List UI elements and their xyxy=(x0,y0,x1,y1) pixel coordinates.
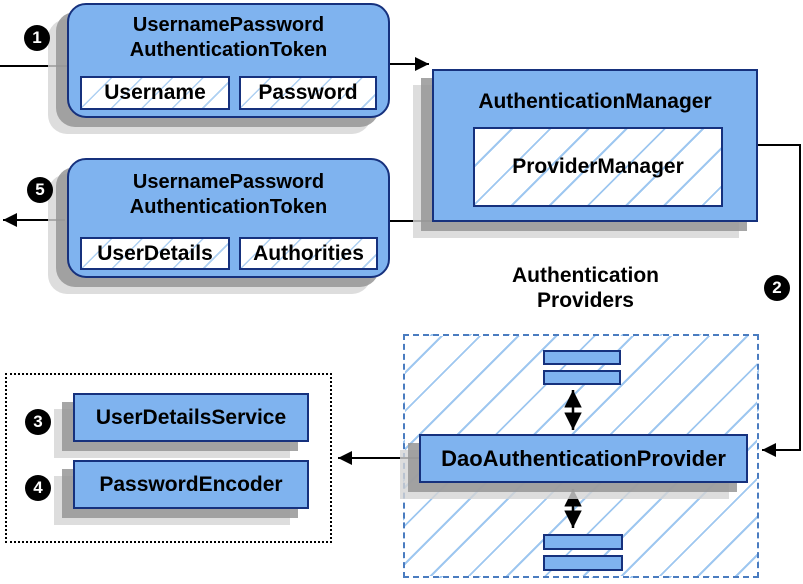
node-title-line2: AuthenticationToken xyxy=(129,196,328,218)
step-badge-1: 1 xyxy=(24,25,50,51)
provider-bar xyxy=(543,555,623,571)
node-provider-manager: ProviderManager xyxy=(473,127,723,207)
node-title-line1: UsernamePassword xyxy=(132,171,325,193)
field-username-label: Username xyxy=(104,81,206,104)
beans-group xyxy=(5,373,332,543)
node-title-line2: AuthenticationToken xyxy=(129,39,328,61)
step-badge-3: 3 xyxy=(25,409,51,435)
node-authentication-manager: AuthenticationManager ProviderManager xyxy=(432,69,758,222)
step-badge-5: 5 xyxy=(27,177,53,203)
provider-manager-label: ProviderManager xyxy=(512,155,684,178)
node-user-details-service: UserDetailsService xyxy=(73,393,309,442)
authentication-providers-label: Authentication Providers xyxy=(488,263,683,313)
field-userdetails-label: UserDetails xyxy=(97,241,213,265)
providers-label-line2: Providers xyxy=(537,289,634,312)
step-number: 2 xyxy=(772,278,782,297)
provider-bar xyxy=(543,350,621,365)
node-request-token: UsernamePassword AuthenticationToken Use… xyxy=(67,3,390,118)
arrow-manager-to-dao-provider xyxy=(758,144,801,457)
step-number: 1 xyxy=(32,28,42,47)
step-badge-2: 2 xyxy=(764,275,790,301)
step-badge-4: 4 xyxy=(25,475,51,501)
node-title: UsernamePassword AuthenticationToken xyxy=(69,5,388,63)
node-title-line1: UsernamePassword xyxy=(132,14,325,36)
field-password: Password xyxy=(239,76,377,110)
authentication-manager-title: AuthenticationManager xyxy=(478,90,712,113)
provider-bar xyxy=(543,534,623,550)
field-authorities: Authorities xyxy=(239,237,378,270)
node-password-encoder: PasswordEncoder xyxy=(73,460,309,509)
field-password-label: Password xyxy=(258,81,358,104)
field-userdetails: UserDetails xyxy=(80,237,230,270)
step-number: 3 xyxy=(33,412,43,431)
field-username: Username xyxy=(80,76,230,110)
providers-label-line1: Authentication xyxy=(512,264,659,287)
step-number: 4 xyxy=(33,478,43,497)
field-authorities-label: Authorities xyxy=(253,241,364,265)
password-encoder-label: PasswordEncoder xyxy=(99,472,283,496)
user-details-service-label: UserDetailsService xyxy=(95,405,287,429)
node-dao-authentication-provider: DaoAuthenticationProvider xyxy=(419,434,748,483)
provider-bar xyxy=(543,370,621,385)
node-title: UsernamePassword AuthenticationToken xyxy=(69,160,388,220)
node-response-token: UsernamePassword AuthenticationToken Use… xyxy=(67,158,390,278)
step-number: 5 xyxy=(35,180,45,199)
dao-authentication-provider-label: DaoAuthenticationProvider xyxy=(441,445,726,471)
